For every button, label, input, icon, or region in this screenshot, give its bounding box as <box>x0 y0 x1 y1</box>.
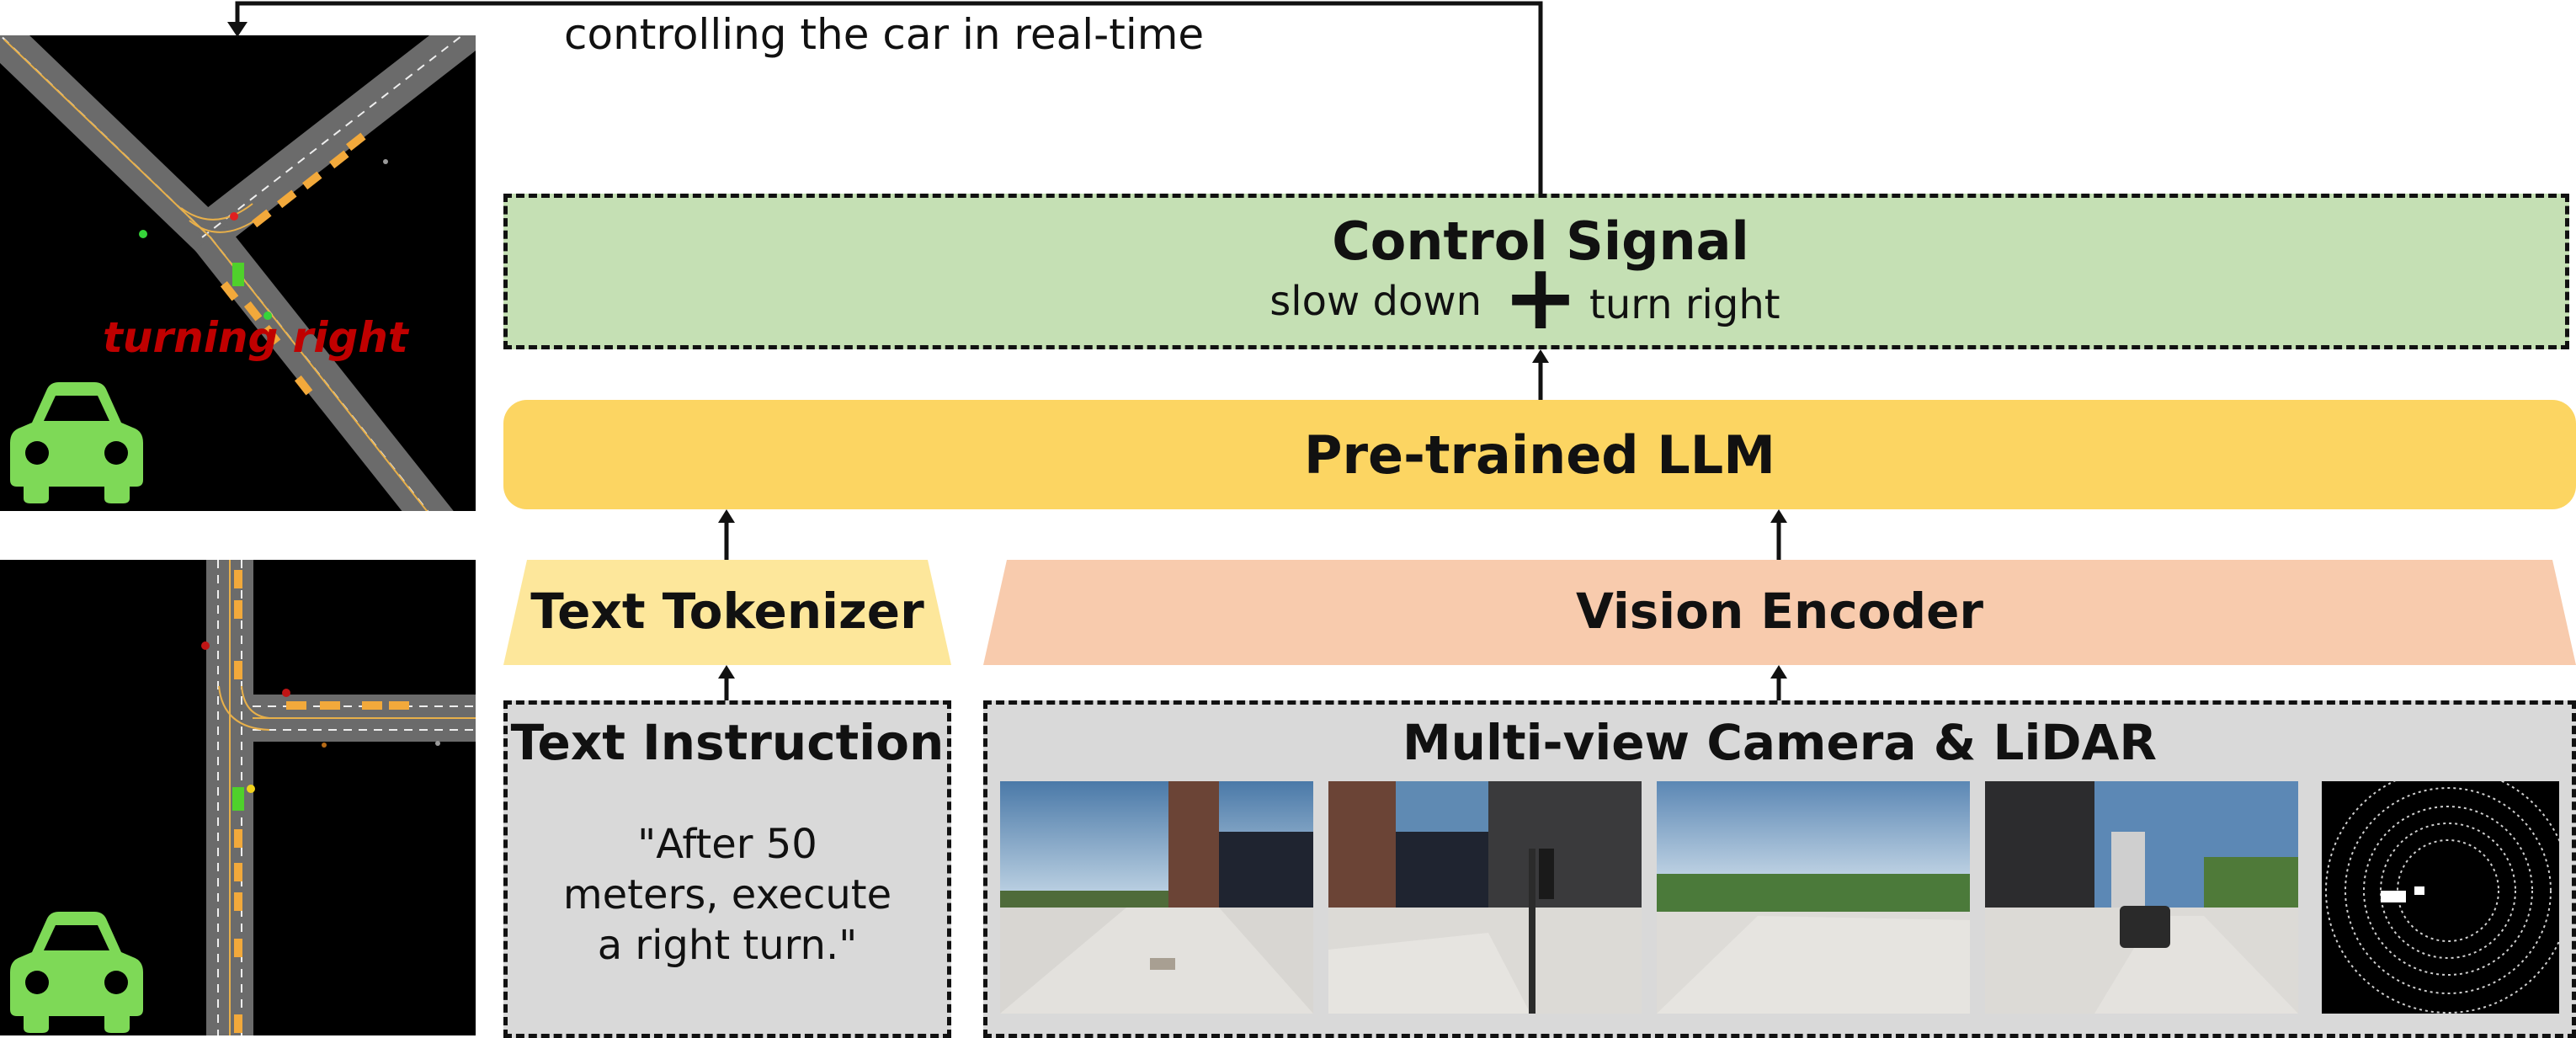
turn-right-label: turn right <box>1589 281 1780 328</box>
llm-to-control-arrow <box>1532 349 1549 400</box>
text-tokenizer-label: Text Tokenizer <box>530 583 924 640</box>
bottom-map-panel <box>0 560 476 1035</box>
camera-view-3 <box>1657 781 1970 1014</box>
bottom-intersection-map <box>201 560 476 1035</box>
feedback-label: controlling the car in real-time <box>564 10 1205 59</box>
multiview-to-encoder-arrow <box>1770 665 1787 702</box>
text-instruction-title: Text Instruction <box>510 714 945 771</box>
multiview-title: Multi-view Camera & LiDAR <box>1402 714 2158 771</box>
control-signal-title: Control Signal <box>1332 210 1749 272</box>
turning-right-label: turning right <box>103 313 408 362</box>
text-instruction-box <box>503 700 951 1038</box>
pretrained-llm-bar: Pre-trained LLM <box>503 400 2576 509</box>
vision-encoder-label: Vision Encoder <box>1575 583 1984 640</box>
feedback-arrow <box>227 1 1543 194</box>
instruction-line-2: meters, execute <box>562 871 892 918</box>
vision-encoder-shape <box>983 560 2576 665</box>
car-icon-bottom <box>10 912 143 1033</box>
instruction-line-1: "After 50 <box>637 821 817 868</box>
plus-symbol: + <box>1502 245 1579 350</box>
instruction-line-3: a right turn." <box>597 922 858 969</box>
camera-view-4 <box>1985 781 2298 1014</box>
top-map-panel: turning right <box>0 35 476 511</box>
car-icon <box>10 382 143 503</box>
lidar-view <box>2322 781 2559 1014</box>
camera-view-1 <box>1000 781 1313 1014</box>
llm-label: Pre-trained LLM <box>1304 423 1775 486</box>
top-intersection-map <box>0 35 476 511</box>
tokenizer-to-llm-arrow <box>718 509 735 562</box>
encoder-to-llm-arrow <box>1770 509 1787 562</box>
text-tokenizer-shape <box>503 560 951 665</box>
control-signal-box <box>503 194 2569 349</box>
slow-down-label: slow down <box>1269 278 1482 325</box>
instruction-to-tokenizer-arrow <box>718 665 735 702</box>
camera-view-2 <box>1328 781 1642 1014</box>
